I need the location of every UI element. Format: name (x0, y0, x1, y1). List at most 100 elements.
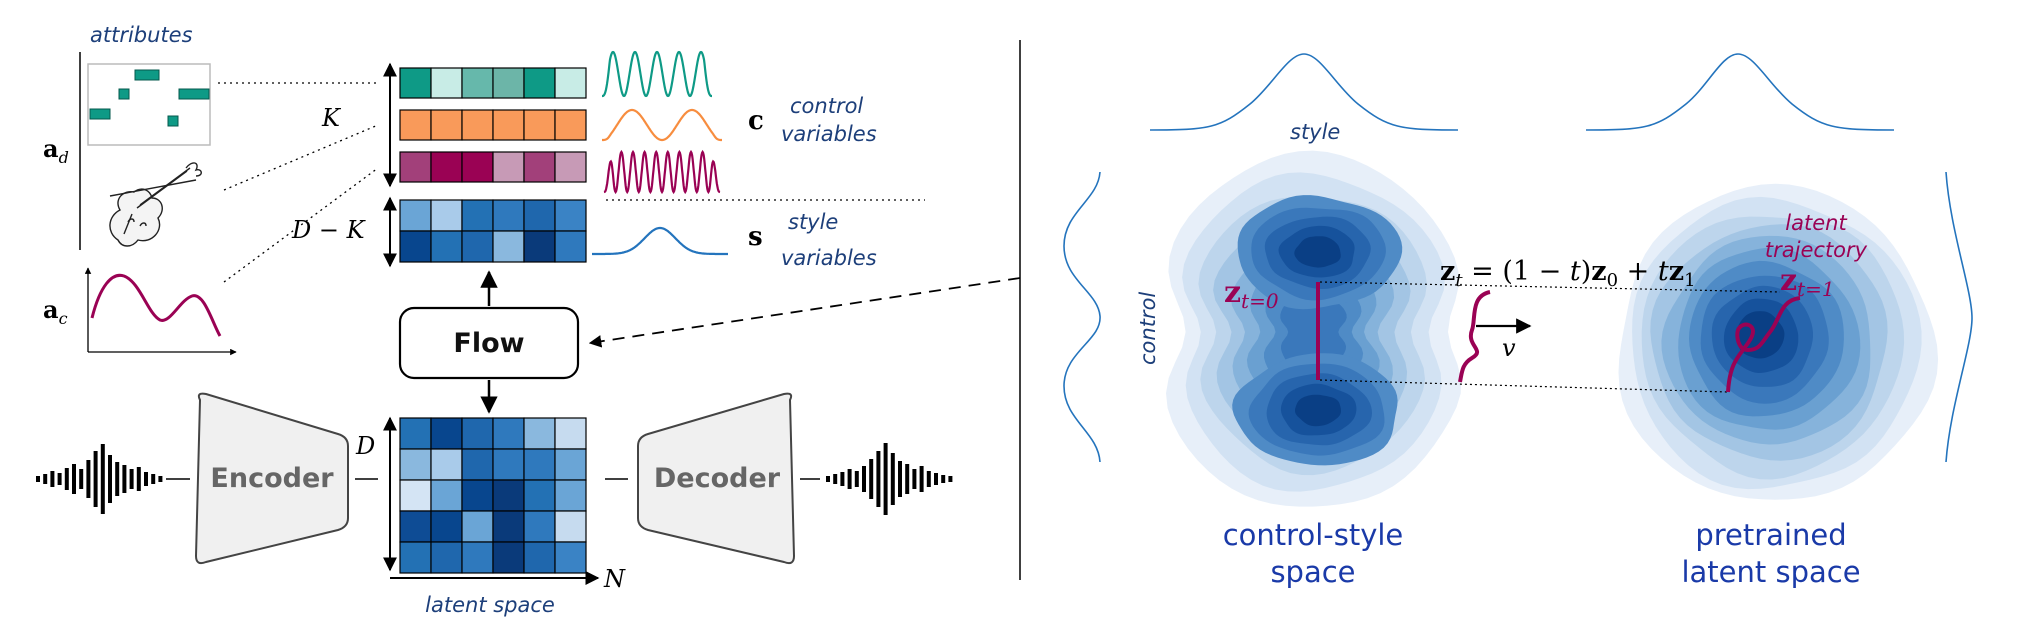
v-label: v (1502, 334, 1516, 362)
control-cell (399, 67, 432, 99)
density-contour (1295, 394, 1341, 427)
style-cell (492, 230, 525, 263)
audio-bar (43, 474, 48, 484)
dashed-flow-arrow (588, 277, 1021, 348)
control-cell (430, 67, 463, 99)
piano-roll-icon (87, 63, 211, 146)
dk-label: D − K (291, 216, 367, 244)
audio-bar (72, 464, 76, 494)
audio-bar (869, 459, 874, 499)
audio-bar (847, 469, 852, 489)
audio-bar (898, 461, 902, 497)
latent-cell (523, 448, 556, 481)
latent-cell (492, 448, 525, 481)
control-curve-plot (84, 267, 237, 356)
audio-bar (129, 469, 134, 489)
latent-cell (399, 479, 432, 512)
d-label: D (355, 432, 375, 460)
latent-cell (430, 448, 463, 481)
c-label: c (748, 106, 764, 136)
latent-cell (461, 541, 494, 574)
audio-bar (948, 476, 953, 482)
latent-cell (430, 417, 463, 450)
control-cell (554, 67, 587, 99)
z-t1-label: zt=1 (1780, 263, 1835, 301)
style-cell (554, 230, 587, 263)
audio-bar (93, 451, 98, 507)
latent-cell (554, 479, 587, 512)
audio-bar (934, 473, 938, 485)
encoder-block: Encoder (194, 392, 349, 565)
latent-cell (461, 510, 494, 543)
flow-box: Flow (398, 306, 580, 380)
latent-cell (461, 417, 494, 450)
audio-bar (840, 472, 845, 486)
attributes-label: attributes (90, 23, 193, 47)
latent-cell (430, 510, 463, 543)
style-marginal-left (1149, 53, 1459, 131)
latent-cell (399, 417, 432, 450)
style-cell (430, 199, 463, 232)
control-cell (461, 151, 494, 183)
audio-bar (136, 467, 141, 491)
latent-cell (399, 510, 432, 543)
control-cell (523, 67, 556, 99)
audio-bar (890, 453, 895, 505)
control-cell (399, 151, 432, 183)
latent-cell (492, 417, 525, 450)
output-audio-waveform (826, 443, 953, 515)
input-audio-waveform (36, 444, 163, 514)
density-contour (1294, 236, 1341, 268)
audio-bar (57, 473, 62, 485)
a-d-label: ad (43, 134, 69, 167)
audio-bar (151, 474, 156, 484)
style-marginal-right (1585, 53, 1895, 131)
latent-trajectory-line1: latent (1785, 211, 1847, 235)
control-cell (554, 109, 587, 141)
latent-cell (399, 541, 432, 574)
latent-cell (492, 479, 525, 512)
control-variable-rows (399, 67, 587, 183)
style-cell (523, 230, 556, 263)
orange-waveform (602, 108, 722, 142)
audio-bar (905, 464, 910, 494)
audio-bar (862, 466, 866, 492)
control-marginal-right (1945, 171, 1973, 463)
control-axis-label: control (1136, 292, 1160, 365)
density-contour (1280, 290, 1347, 373)
audio-bar (833, 474, 838, 484)
latent-trajectory-path (1726, 296, 1801, 393)
style-variables-line2: variables (781, 246, 877, 270)
latent-cell (461, 479, 494, 512)
pretrained-title-line2: latent space (1681, 555, 1860, 589)
audio-bar (144, 472, 148, 486)
control-cell (523, 109, 556, 141)
control-cell (461, 67, 494, 99)
style-cell (461, 199, 494, 232)
style-variable-rows (399, 199, 587, 263)
audio-bar (876, 451, 881, 507)
latent-cell (492, 541, 525, 574)
density-contour (1737, 311, 1785, 359)
style-cell (399, 199, 432, 232)
latent-cell (523, 510, 556, 543)
control-cell (492, 109, 525, 141)
control-cell (461, 109, 494, 141)
style-cell (399, 230, 432, 263)
audio-bar (158, 476, 163, 482)
blue-waveform (592, 226, 728, 256)
audio-bar (854, 471, 859, 487)
audio-bar (883, 443, 888, 515)
encoder-label: Encoder (210, 463, 334, 494)
n-label: N (603, 565, 626, 593)
audio-bar (122, 465, 127, 493)
audio-bar (926, 471, 931, 487)
style-axis-label: style (1290, 120, 1340, 144)
trajectory-connectors (1319, 281, 1781, 393)
control-cell (554, 151, 587, 183)
style-cell (430, 230, 463, 263)
latent-trajectory-line2: trajectory (1765, 238, 1868, 262)
audio-bar (912, 469, 917, 489)
attribute-connectors (218, 82, 379, 283)
